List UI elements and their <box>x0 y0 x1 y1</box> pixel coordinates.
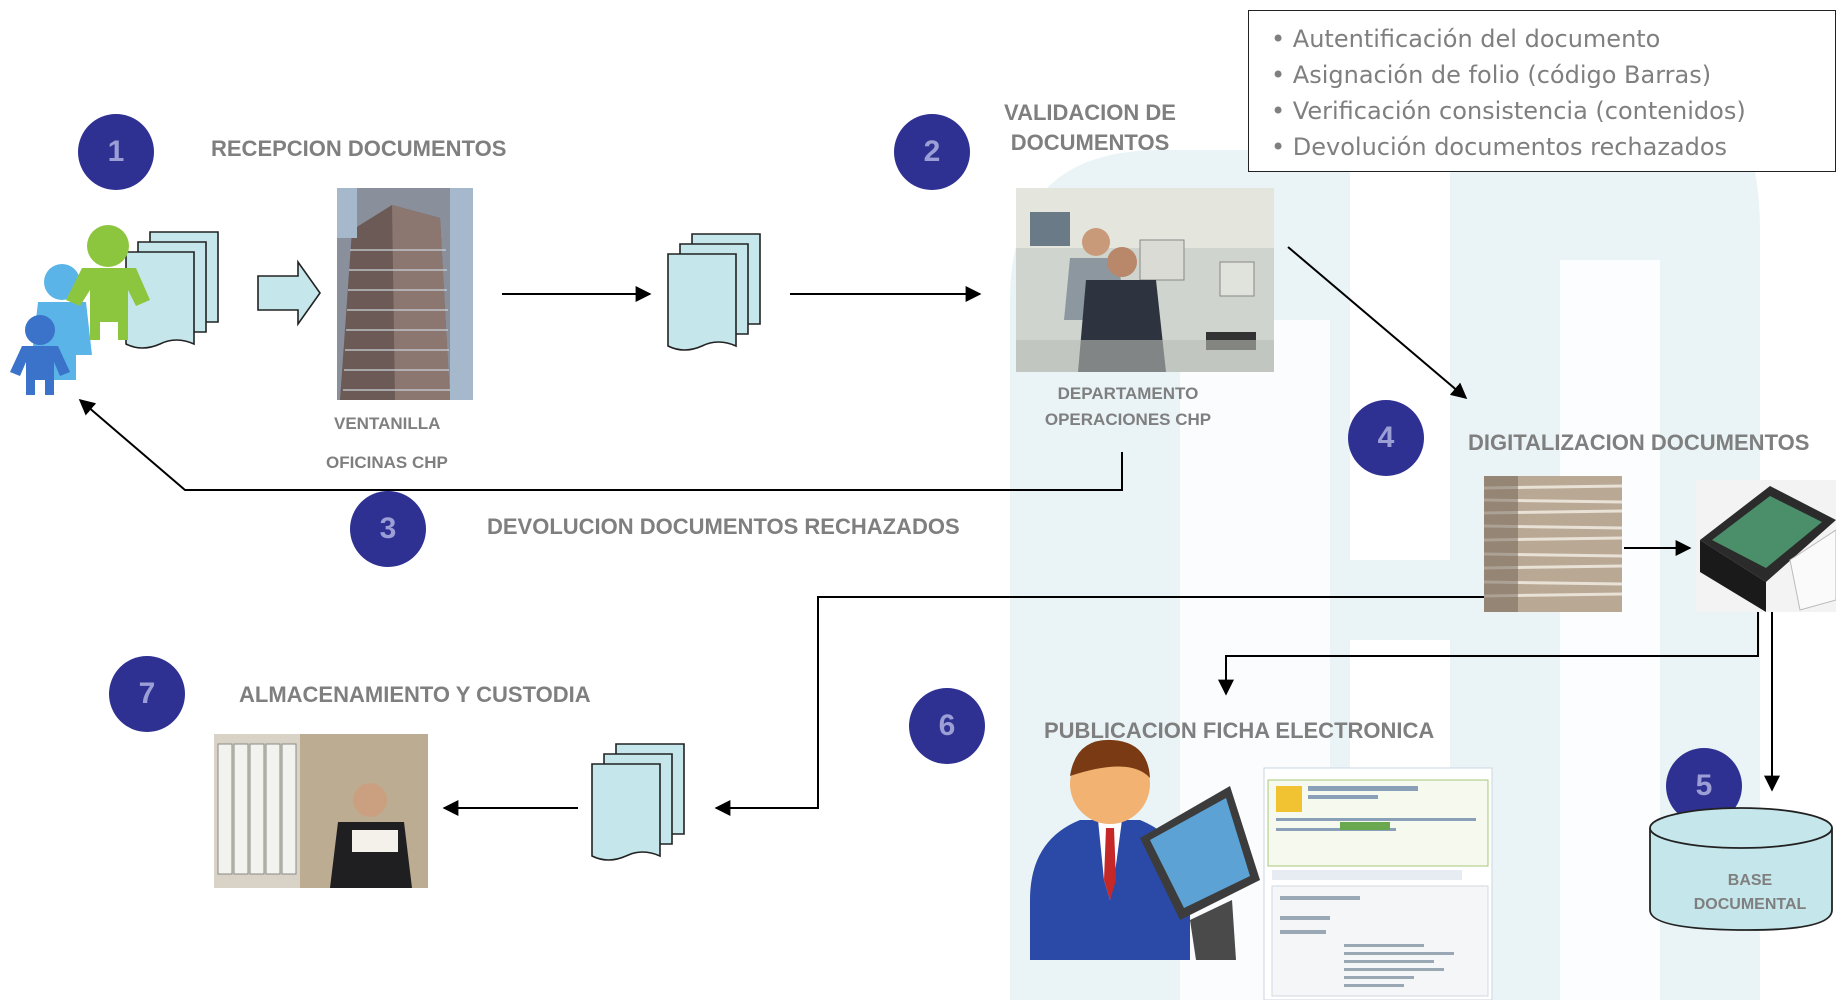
database-icon <box>1649 807 1833 931</box>
step-2-number: 2 <box>923 135 941 168</box>
step-5-label-line1: BASE <box>1727 872 1773 889</box>
validation-note: Autentificación del documento <box>1271 21 1835 57</box>
ventanilla-caption-line2: OFICINAS CHP <box>326 453 448 472</box>
user-computer-icon <box>1030 739 1260 960</box>
step-5-label-line2: DOCUMENTAL <box>1693 896 1807 913</box>
step-6-circle: 6 <box>909 688 985 764</box>
ventanilla-caption-line1: VENTANILLA <box>334 414 441 433</box>
step-2-label-line1: VALIDACION DE <box>1004 100 1176 125</box>
step-6-label: PUBLICACION FICHA ELECTRONICA <box>1044 718 1435 743</box>
validation-note: Verificación consistencia (contenidos) <box>1271 93 1835 129</box>
step-3-circle: 3 <box>350 491 426 567</box>
archive-photo <box>214 734 428 888</box>
document-stack <box>667 233 761 351</box>
step-4-label: DIGITALIZACION DOCUMENTOS <box>1468 430 1810 455</box>
document-stack-bottom <box>591 743 685 861</box>
step-5-number: 5 <box>1695 769 1713 802</box>
people-icon <box>10 225 219 395</box>
step-1-label: RECEPCION DOCUMENTOS <box>211 136 507 161</box>
step-6-number: 6 <box>938 709 956 742</box>
step-3-label: DEVOLUCION DOCUMENTOS RECHAZADOS <box>487 514 960 539</box>
step-5-label: BASE DOCUMENTAL <box>1660 872 1836 914</box>
step-2-label-line2: DOCUMENTOS <box>1010 130 1170 155</box>
step-4-number: 4 <box>1377 421 1395 454</box>
validation-note: Asignación de folio (código Barras) <box>1271 57 1835 93</box>
step-7-circle: 7 <box>109 656 185 732</box>
block-arrow <box>257 259 321 327</box>
step-4-circle: 4 <box>1348 400 1424 476</box>
step-7-number: 7 <box>138 677 156 710</box>
web-screenshot <box>1263 767 1493 1000</box>
departamento-caption-line2: OPERACIONES CHP <box>1044 410 1212 429</box>
paper-stack-photo <box>1483 476 1623 612</box>
departamento-caption: DEPARTAMENTO OPERACIONES CHP <box>1028 384 1228 430</box>
step-2-label: VALIDACION DE DOCUMENTOS <box>990 100 1190 156</box>
step-3-number: 3 <box>379 512 397 545</box>
building-photo <box>337 188 473 400</box>
step-1-circle: 1 <box>78 114 154 190</box>
office-photo <box>1016 188 1274 372</box>
step-1-number: 1 <box>107 135 125 168</box>
step-7-label: ALMACENAMIENTO Y CUSTODIA <box>239 682 591 707</box>
scanner-photo <box>1696 480 1836 612</box>
step-2-circle: 2 <box>894 114 970 190</box>
validation-note: Devolución documentos rechazados <box>1271 129 1835 165</box>
departamento-caption-line1: DEPARTAMENTO <box>1057 384 1199 403</box>
validation-notes-box: Autentificación del documento Asignación… <box>1248 10 1836 172</box>
